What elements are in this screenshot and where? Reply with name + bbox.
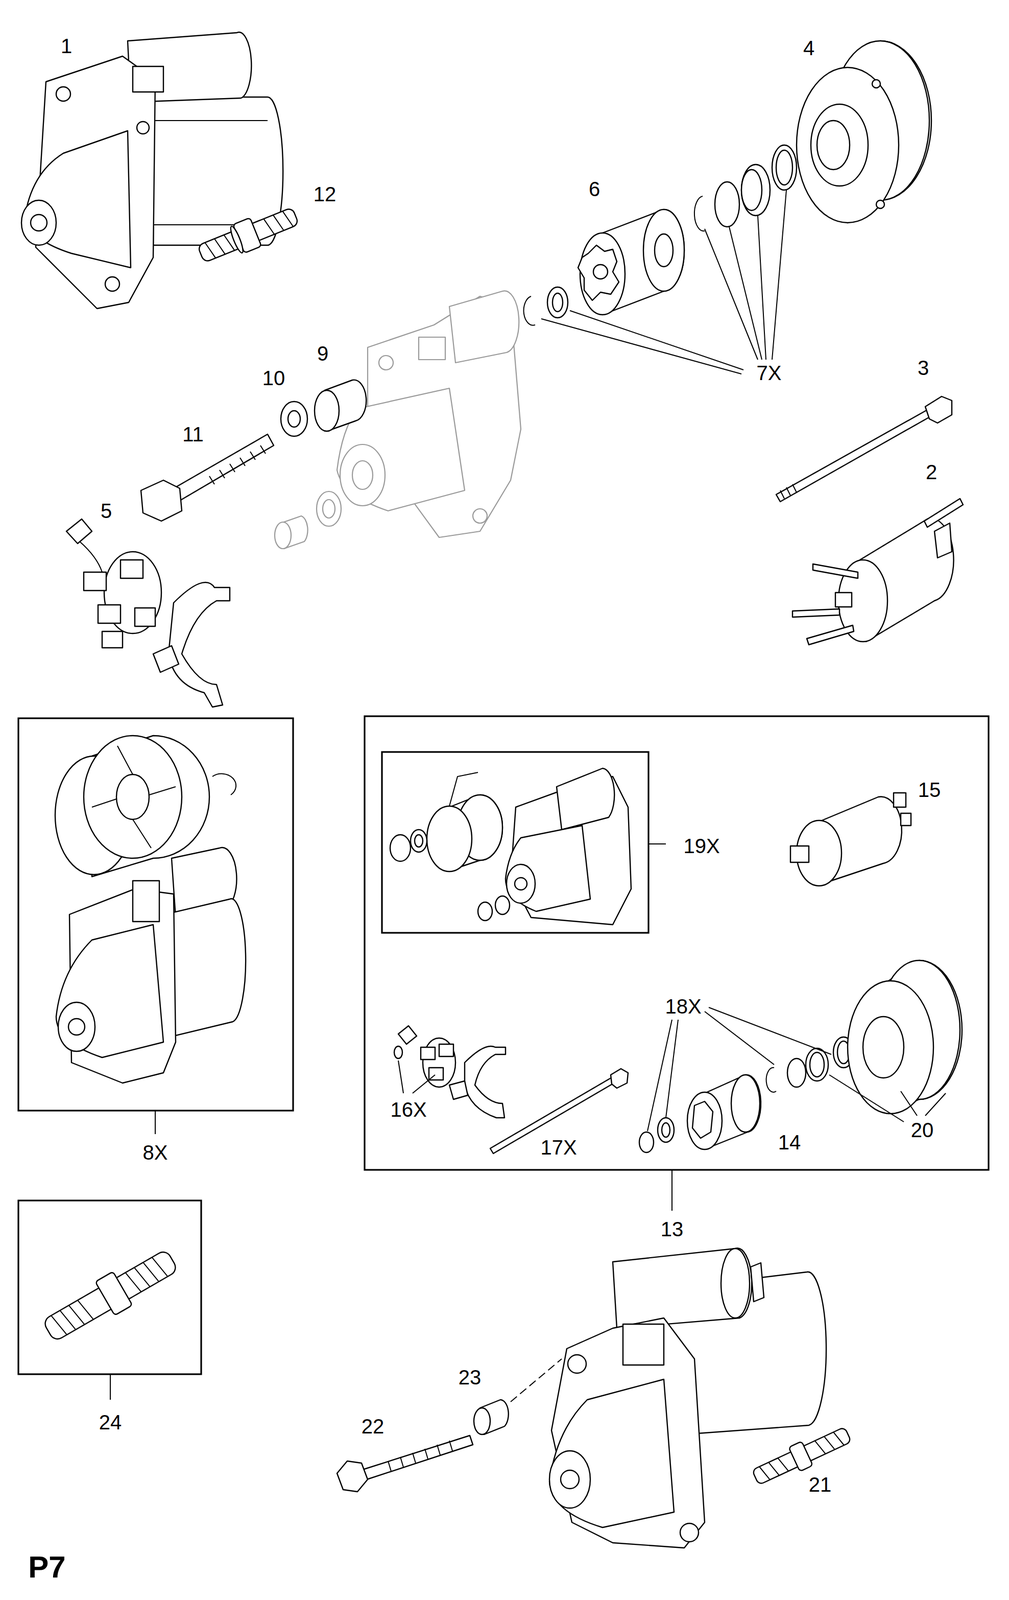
end-cover — [796, 40, 932, 223]
starter-motor — [21, 32, 283, 309]
callout-number: 10 — [262, 367, 286, 389]
stud — [38, 1242, 182, 1348]
drive-housing-kit — [390, 767, 632, 925]
stud — [749, 1421, 854, 1489]
drive-housing — [274, 290, 521, 549]
ring-set — [523, 145, 797, 326]
ring-set — [639, 959, 963, 1152]
callout-number: 11 — [182, 423, 204, 445]
starter-motor — [549, 1247, 827, 1548]
kit-frame — [18, 1199, 202, 1374]
callout-number: 9 — [317, 343, 329, 364]
sleeve — [473, 1399, 509, 1434]
through-bolt — [776, 396, 952, 502]
bolt — [337, 1434, 473, 1492]
drive-pinion — [687, 1074, 761, 1149]
callout-number: 5 — [100, 500, 112, 521]
callout-number: 16X — [390, 1098, 427, 1120]
kit-frame — [381, 751, 649, 933]
callout-number: 23 — [458, 1366, 482, 1387]
callout-number: 2 — [925, 461, 938, 483]
solenoid — [792, 498, 964, 645]
callout-number: 4 — [803, 37, 815, 59]
callout-number: 7X — [756, 362, 782, 383]
callout-number: 13 — [660, 1218, 684, 1239]
drive-pinion — [578, 209, 685, 315]
callout-number: 1 — [60, 35, 72, 57]
callout-number: 8X — [142, 1141, 168, 1163]
callout-number: 19X — [683, 835, 720, 856]
bushing-washer-bolt — [140, 379, 367, 521]
solenoid — [790, 792, 911, 886]
callout-number: 24 — [99, 1411, 123, 1432]
kit-frame — [364, 715, 989, 1170]
page-code: P7 — [28, 1551, 66, 1582]
callout-number: 18X — [664, 995, 702, 1017]
callout-number: 14 — [778, 1131, 802, 1152]
callout-number: 22 — [361, 1415, 385, 1436]
callout-number: 17X — [540, 1136, 577, 1158]
starter-assembly — [55, 735, 246, 1083]
callout-number: 12 — [313, 183, 337, 205]
stud — [195, 201, 302, 269]
callout-number: 20 — [910, 1119, 934, 1140]
callout-number: 15 — [918, 779, 942, 800]
callout-number: 6 — [588, 178, 600, 200]
kit-frame — [18, 717, 294, 1111]
brush-holder — [66, 518, 230, 707]
callout-number: 21 — [808, 1473, 832, 1495]
callout-number: 3 — [917, 357, 929, 378]
